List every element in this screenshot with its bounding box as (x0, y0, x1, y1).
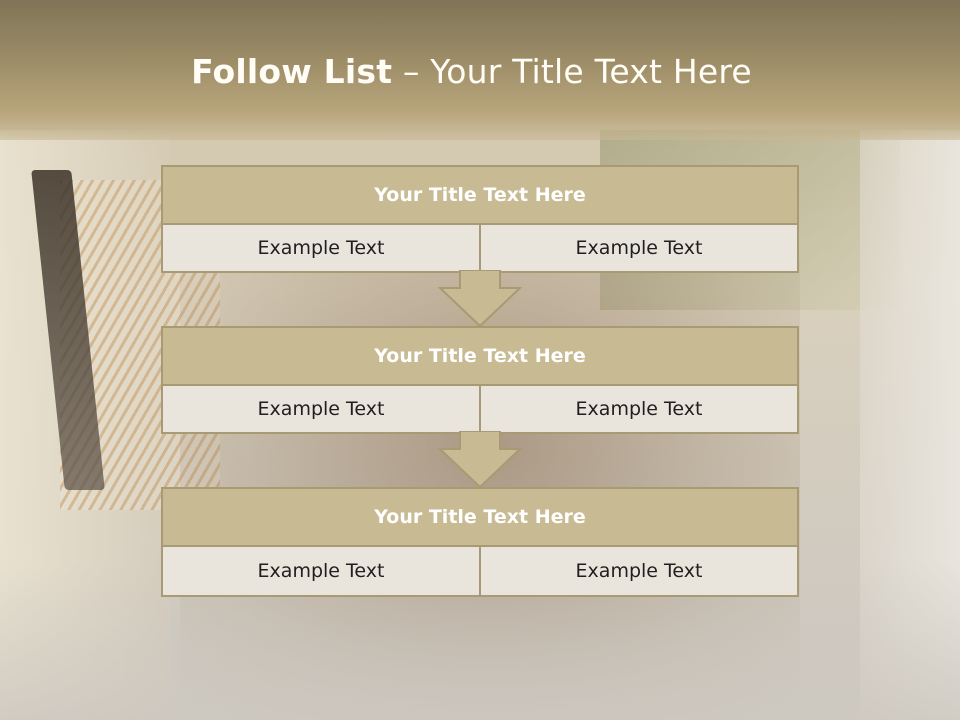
down-arrow-icon (438, 270, 522, 328)
stage-cell-left: Example Text (163, 386, 479, 432)
header-band (0, 0, 960, 140)
stage-cells: Example Text Example Text (163, 225, 797, 271)
stage-cell-right: Example Text (479, 225, 797, 271)
stage-cell-right: Example Text (479, 547, 797, 595)
stage-title: Your Title Text Here (163, 489, 797, 547)
stage-cell-right: Example Text (479, 386, 797, 432)
stage-cell-left: Example Text (163, 547, 479, 595)
stage-cell-left: Example Text (163, 225, 479, 271)
stage-title: Your Title Text Here (163, 328, 797, 386)
down-arrow-icon (438, 431, 522, 489)
stage-box-2: Your Title Text Here Example Text Exampl… (161, 326, 799, 434)
stage-cells: Example Text Example Text (163, 386, 797, 432)
slide-title-rest: – Your Title Text Here (392, 52, 752, 91)
slide-title-bold: Follow List (191, 52, 393, 91)
slide-title: Follow List – Your Title Text Here (0, 52, 943, 91)
stage-box-1: Your Title Text Here Example Text Exampl… (161, 165, 799, 273)
stage-box-3: Your Title Text Here Example Text Exampl… (161, 487, 799, 597)
stage-cells: Example Text Example Text (163, 547, 797, 595)
stage-title: Your Title Text Here (163, 167, 797, 225)
